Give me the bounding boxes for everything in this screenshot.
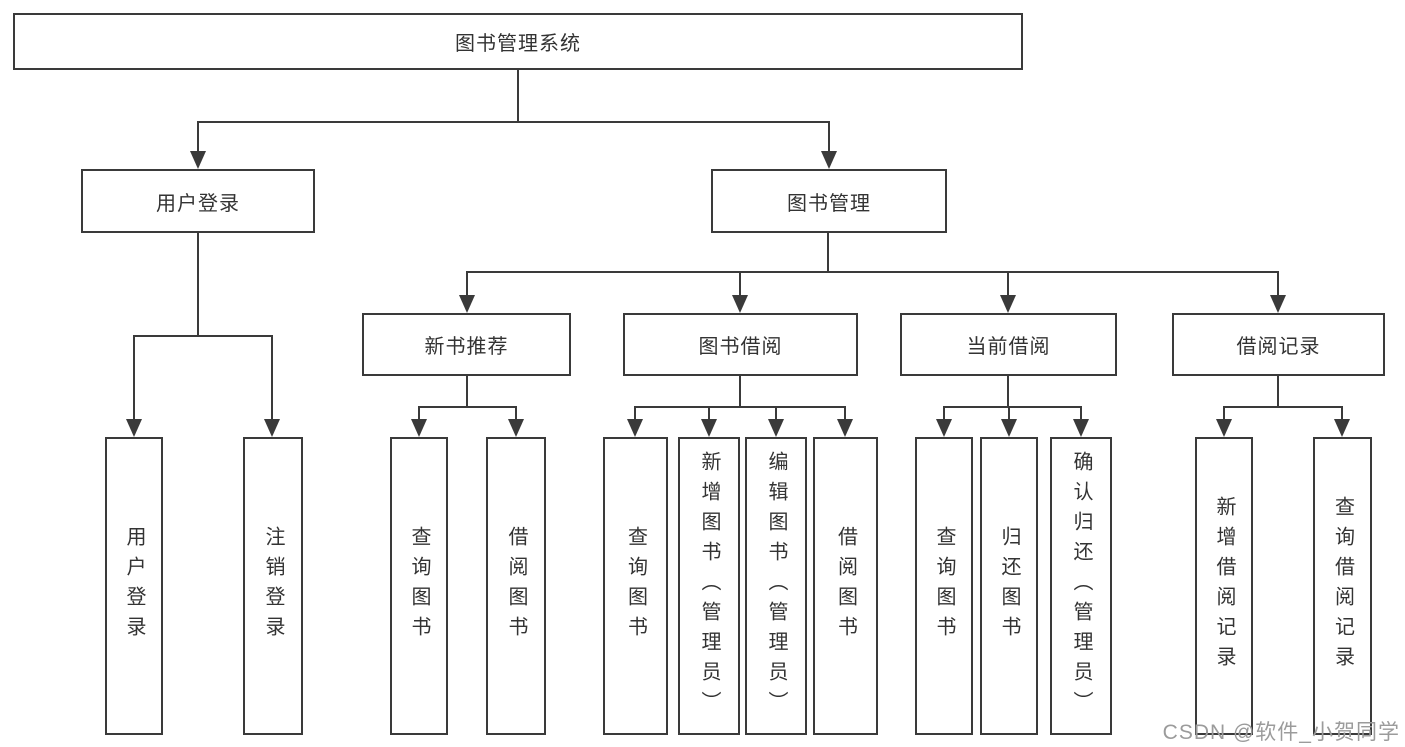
connector-stem-leaf — [844, 406, 846, 421]
arrow-down-icon — [126, 419, 142, 437]
leaf-label: 用户登录 — [123, 526, 145, 646]
arrow-down-icon — [768, 419, 784, 437]
connector-new-books-rail — [419, 406, 517, 408]
arrow-down-icon — [411, 419, 427, 437]
connector-stem-leaf — [1223, 406, 1225, 421]
node-user-login: 用户登录 — [81, 169, 315, 233]
connector-user-login-trunk — [197, 233, 199, 337]
connector-book-borrow-rail — [635, 406, 846, 408]
arrow-down-icon — [1001, 419, 1017, 437]
leaf-add-books-admin: 新增图书（管理员） — [678, 437, 740, 735]
arrow-down-icon — [936, 419, 952, 437]
arrow-down-icon — [508, 419, 524, 437]
connector-book-borrow-trunk — [739, 376, 741, 407]
connector-stem-leaf — [708, 406, 710, 421]
connector-stem-new-books — [466, 271, 468, 297]
leaf-label: 查询图书 — [933, 526, 955, 646]
arrow-down-icon — [190, 151, 206, 169]
node-new-book-recommend: 新书推荐 — [362, 313, 571, 376]
connector-borrow-records-trunk — [1277, 376, 1279, 407]
node-book-management: 图书管理 — [711, 169, 947, 233]
arrow-down-icon — [459, 295, 475, 313]
connector-stem-leaf — [515, 406, 517, 421]
connector-stem-borrow-records — [1277, 271, 1279, 297]
arrow-down-icon — [1073, 419, 1089, 437]
leaf-label: 确认归还（管理员） — [1070, 451, 1092, 721]
leaf-label: 借阅图书 — [834, 526, 857, 646]
connector-stem-current-borrow — [1007, 271, 1009, 297]
connector-borrow-records-rail — [1224, 406, 1343, 408]
connector-stem-leaf — [943, 406, 945, 421]
connector-stem-leaf — [1008, 406, 1010, 421]
arrow-down-icon — [264, 419, 280, 437]
leaf-label: 新增图书（管理员） — [698, 451, 720, 721]
leaf-label: 查询借阅记录 — [1331, 496, 1354, 676]
arrow-down-icon — [1000, 295, 1016, 313]
leaf-query-borrow-record: 查询借阅记录 — [1313, 437, 1372, 735]
connector-current-borrow-rail — [944, 406, 1082, 408]
leaf-confirm-return-admin: 确认归还（管理员） — [1050, 437, 1112, 735]
leaf-label: 查询图书 — [624, 526, 647, 646]
leaf-borrow-books: 借阅图书 — [813, 437, 878, 735]
connector-new-books-trunk — [466, 376, 468, 407]
arrow-down-icon — [627, 419, 643, 437]
connector-stem-leaf — [418, 406, 420, 421]
node-current-borrowing: 当前借阅 — [900, 313, 1117, 376]
arrow-down-icon — [732, 295, 748, 313]
arrow-down-icon — [1216, 419, 1232, 437]
connector-book-mgmt-trunk — [827, 233, 829, 272]
leaf-query-books-current: 查询图书 — [915, 437, 973, 735]
connector-stem-leaf — [1341, 406, 1343, 421]
connector-current-borrow-trunk — [1007, 376, 1009, 407]
connector-user-login-rail — [133, 335, 273, 337]
arrow-down-icon — [1270, 295, 1286, 313]
leaf-add-borrow-record: 新增借阅记录 — [1195, 437, 1253, 735]
csdn-watermark: CSDN @软件_小贺同学 — [1162, 721, 1400, 744]
leaf-label: 编辑图书（管理员） — [765, 451, 787, 721]
connector-book-mgmt-rail — [466, 271, 1279, 273]
leaf-return-books: 归还图书 — [980, 437, 1038, 735]
leaf-query-books-recommend: 查询图书 — [390, 437, 448, 735]
arrow-down-icon — [1334, 419, 1350, 437]
leaf-user-login: 用户登录 — [105, 437, 163, 735]
node-root-library-system: 图书管理系统 — [13, 13, 1023, 70]
leaf-label: 查询图书 — [408, 526, 430, 646]
connector-root-trunk — [517, 70, 519, 121]
leaf-borrow-books-recommend: 借阅图书 — [486, 437, 546, 735]
arrow-down-icon — [821, 151, 837, 169]
node-book-borrowing: 图书借阅 — [623, 313, 858, 376]
leaf-label: 新增借阅记录 — [1213, 496, 1235, 676]
connector-stem-user-login — [197, 121, 199, 154]
arrow-down-icon — [837, 419, 853, 437]
node-borrowing-records: 借阅记录 — [1172, 313, 1385, 376]
leaf-label: 归还图书 — [998, 526, 1020, 646]
leaf-label: 注销登录 — [262, 526, 284, 646]
leaf-label: 借阅图书 — [505, 526, 527, 646]
connector-stem-book-mgmt — [828, 121, 830, 154]
connector-stem-leaf — [634, 406, 636, 421]
connector-stem-leaf — [775, 406, 777, 421]
arrow-down-icon — [701, 419, 717, 437]
leaf-edit-books-admin: 编辑图书（管理员） — [745, 437, 807, 735]
connector-stem-login-leaf — [133, 335, 135, 421]
connector-stem-leaf — [1080, 406, 1082, 421]
connector-stem-book-borrow — [739, 271, 741, 297]
leaf-logout: 注销登录 — [243, 437, 303, 735]
connector-root-rail — [197, 121, 830, 123]
leaf-query-books-borrowing: 查询图书 — [603, 437, 668, 735]
connector-stem-logout-leaf — [271, 335, 273, 421]
